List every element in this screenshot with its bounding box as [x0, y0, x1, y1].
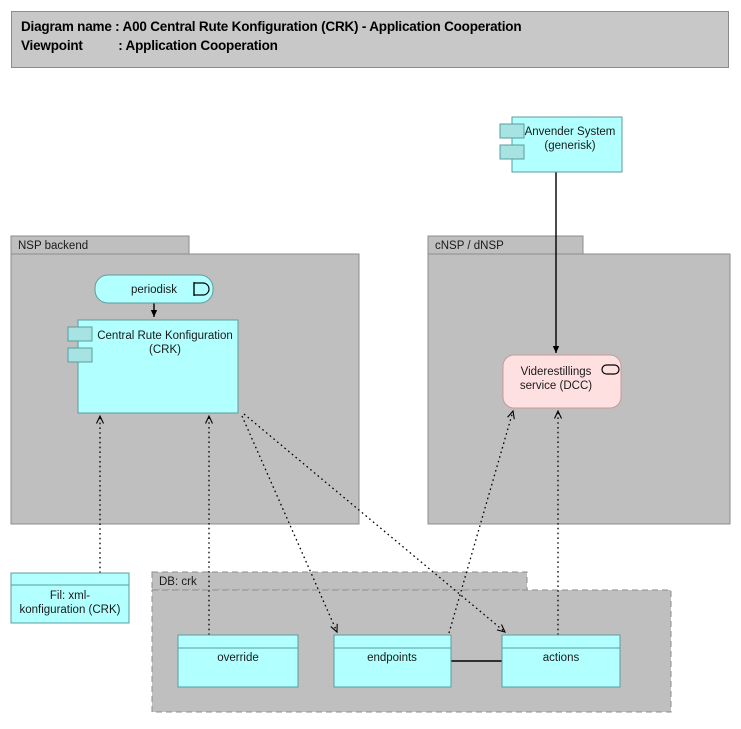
service-icon [601, 364, 620, 375]
component-tab-icon [499, 123, 525, 139]
component-tab-icon [499, 144, 525, 160]
node-label-dcc-line2: service (DCC) [520, 380, 592, 392]
connections-layer [96, 172, 562, 662]
node-label-dcc-line1: Viderestillings [521, 366, 592, 378]
group-label-db-crk: DB: crk [159, 576, 197, 588]
node-label-crk-line1: Central Rute Konfiguration [97, 330, 233, 342]
viewpoint-line: Viewpoint : Application Cooperation [21, 38, 278, 53]
group-label-cnsp-dnsp: cNSP / dNSP [435, 240, 504, 252]
node-label-fil-line2: konfiguration (CRK) [20, 604, 121, 616]
node-endpoints[interactable]: endpoints [333, 634, 452, 688]
diagram-name-line: Diagram name : A00 Central Rute Konfigur… [21, 19, 522, 34]
component-tab-icon [67, 326, 93, 342]
connection-crk-to-actions[interactable] [243, 413, 506, 633]
node-override[interactable]: override [177, 634, 299, 688]
component-tab-icon [67, 347, 93, 363]
node-label-override: override [217, 652, 259, 664]
node-actions[interactable]: actions [501, 634, 621, 688]
node-anvender-system[interactable]: Anvender System (generisk) [499, 116, 623, 173]
node-periodisk[interactable]: periodisk [94, 274, 214, 304]
node-label-endpoints: endpoints [367, 652, 417, 664]
node-label-fil-line1: Fil: xml- [50, 590, 90, 602]
group-label-nsp-backend: NSP backend [18, 240, 88, 252]
node-viderestillings-service[interactable]: Viderestillings service (DCC) [502, 354, 622, 409]
node-label-periodisk: periodisk [131, 284, 177, 296]
node-label-crk-line2: (CRK) [149, 344, 181, 356]
node-central-rute-konfiguration[interactable]: Central Rute Konfiguration (CRK) [67, 319, 239, 414]
connection-endpoints-to-dcc[interactable] [448, 409, 515, 634]
node-label-actions: actions [543, 652, 580, 664]
node-fil-xml-konfiguration[interactable]: Fil: xml- konfiguration (CRK) [10, 572, 130, 624]
diagram-header: Diagram name : A00 Central Rute Konfigur… [11, 11, 729, 68]
event-icon [193, 282, 210, 296]
node-label-anvender-system-line1: Anvender System [525, 126, 616, 138]
connection-crk-to-endpoints[interactable] [241, 415, 338, 634]
node-label-anvender-system-line2: (generisk) [544, 140, 595, 152]
